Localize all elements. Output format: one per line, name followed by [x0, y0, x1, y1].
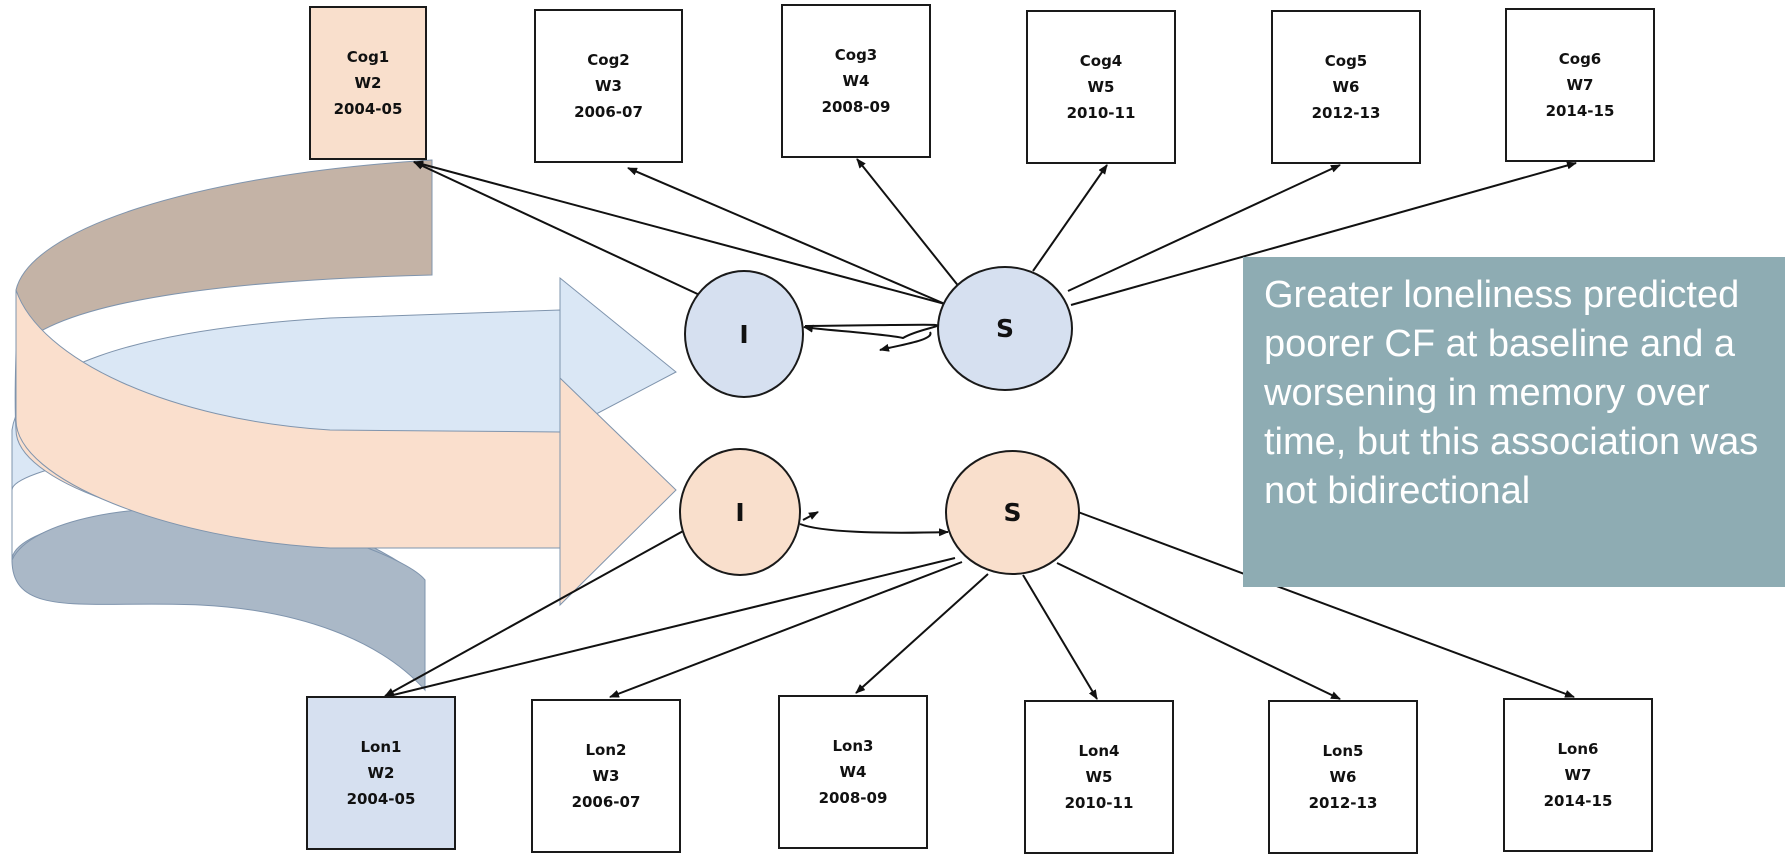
lon-box-name: Lon4 [1078, 742, 1120, 760]
cog-box-wave: W3 [595, 77, 622, 95]
cog-box-name: Cog1 [346, 48, 390, 66]
lon-box-name: Lon6 [1557, 740, 1599, 758]
path-cog-i-to-cog1 [413, 161, 705, 298]
lon-box-wave: W2 [367, 764, 395, 782]
path-cog-s-to-cog2 [627, 167, 946, 305]
path-cog-s-to-cog3 [856, 158, 961, 289]
path-cog-s-to-cog6 [1070, 161, 1577, 306]
path-lon-s-to-lon5 [1056, 562, 1341, 700]
cog-box-years: 2014-15 [1545, 102, 1615, 120]
cognition-slope-node: S [937, 266, 1073, 391]
lon-box-name: Lon3 [832, 737, 874, 755]
lon-box-wave: W3 [592, 767, 620, 785]
cog-box-name: Cog2 [587, 51, 630, 69]
lon-box-name: Lon2 [585, 741, 627, 759]
finding-callout: Greater loneliness predicted poorer CF a… [1243, 257, 1785, 587]
path-lon-s-to-lon2 [609, 561, 963, 698]
path-lon-s-to-lon1 [384, 557, 956, 699]
loneliness-slope-node: S [945, 450, 1080, 575]
cog-box-years: 2010-11 [1066, 104, 1136, 122]
cog-box-wave: W5 [1087, 78, 1115, 96]
cog-box-wave: W6 [1332, 78, 1360, 96]
path-lon-s-to-lon4 [1022, 574, 1098, 700]
lon-box-name: Lon1 [360, 738, 402, 756]
cog-box-years: 2012-13 [1311, 104, 1381, 122]
path-cog-s-to-cog4 [1032, 164, 1108, 272]
path-cog-covariance-return [879, 331, 932, 352]
lon-box-wave: W5 [1085, 768, 1113, 786]
cog-box-name: Cog5 [1324, 52, 1368, 70]
cog-box-years: 2006-07 [574, 103, 643, 121]
cognition-slope-label: S [995, 314, 1014, 343]
path-lon-s-to-lon6 [1077, 511, 1575, 698]
cog-box-name: Cog6 [1558, 50, 1602, 68]
path-cog-s-to-cog1 [413, 160, 946, 305]
lon-box-name: Lon5 [1322, 742, 1364, 760]
cog-box-years: 2004-05 [333, 100, 403, 118]
finding-callout-text: Greater loneliness predicted poorer CF a… [1264, 274, 1759, 512]
path-lon-s-to-lon3 [855, 573, 989, 694]
cog-box-wave: W7 [1566, 76, 1594, 94]
lon-box-years: 2004-05 [346, 790, 416, 808]
loneliness-intercept-label: I [735, 497, 745, 527]
cog-box-wave: W2 [354, 74, 382, 92]
cog-box-years: 2008-09 [821, 98, 891, 116]
path-cog-s-to-cog5 [1067, 164, 1341, 292]
loneliness-intercept-node: I [679, 448, 801, 576]
path-lon-i-to-s [799, 523, 949, 537]
lon-box-wave: W4 [839, 763, 867, 781]
lon-box-years: 2014-15 [1543, 792, 1613, 810]
cog-box-wave: W4 [842, 72, 870, 90]
path-cog-covariance [803, 323, 939, 340]
path-lon-i-to-s-tick [802, 511, 819, 521]
lon-box-years: 2010-11 [1064, 794, 1134, 812]
lon-box-years: 2012-13 [1308, 794, 1378, 812]
peach-arrow-top-panel [15, 159, 433, 352]
peach-arrow-head [559, 376, 677, 607]
path-lines [384, 158, 1577, 700]
loneliness-slope-label: S [1003, 498, 1022, 527]
lon-box-wave: W6 [1329, 768, 1357, 786]
cog-box-name: Cog3 [834, 46, 878, 64]
cross-lagged-curved-arrows [11, 159, 677, 692]
cognition-intercept-node: I [684, 270, 804, 398]
lon-box-years: 2006-07 [571, 793, 641, 811]
lon-box-wave: W7 [1564, 766, 1592, 784]
lon-box-years: 2008-09 [818, 789, 888, 807]
cog-box-name: Cog4 [1079, 52, 1123, 70]
path-lon-i-to-lon1 [384, 529, 686, 697]
cognition-intercept-label: I [739, 319, 749, 349]
